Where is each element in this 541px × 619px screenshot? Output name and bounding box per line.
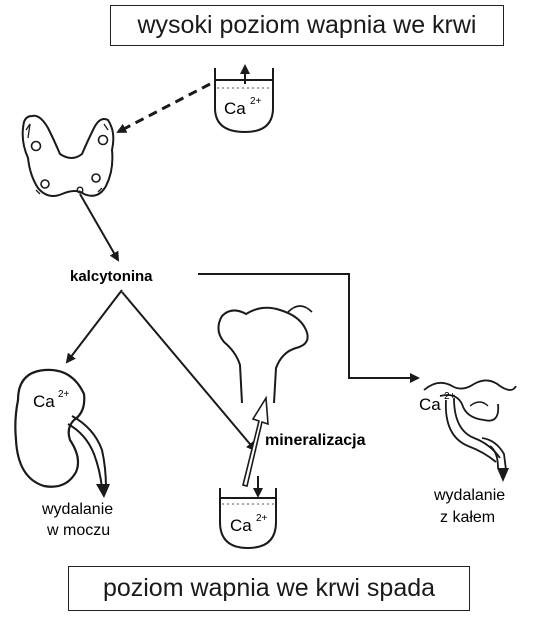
beaker-bottom: Ca 2+ bbox=[220, 476, 276, 548]
gut-excretion-line1: wydalanie bbox=[433, 487, 505, 504]
hormone-label: kalcytonina bbox=[70, 268, 153, 285]
kidney-icon: Ca 2+ bbox=[15, 370, 110, 498]
thyroid-gland-icon bbox=[23, 116, 114, 196]
level-down-arrow-icon bbox=[253, 488, 263, 498]
mineralization-label: mineralizacja bbox=[265, 432, 366, 449]
ca-charge-bottom: 2+ bbox=[256, 513, 268, 524]
dashed-signal-arrow bbox=[118, 84, 210, 132]
hormone-to-kidney-arrow bbox=[67, 290, 122, 362]
level-up-arrow-icon bbox=[240, 64, 250, 74]
ca-label-kidney: Ca bbox=[33, 392, 55, 411]
kidney-excretion-line2: w moczu bbox=[46, 522, 110, 539]
intestine-icon: Ca 2+ bbox=[419, 380, 516, 482]
footer-box: poziom wapnia we krwi spada bbox=[68, 566, 470, 611]
hormone-to-gut-arrow bbox=[198, 274, 418, 378]
thyroid-to-hormone-arrow bbox=[80, 194, 118, 260]
ca-charge-top: 2+ bbox=[250, 96, 262, 107]
ca-label-gut: Ca bbox=[419, 395, 441, 414]
ca-charge-gut: 2+ bbox=[444, 391, 456, 402]
bone-icon bbox=[218, 306, 312, 403]
ca-label-bottom: Ca bbox=[230, 516, 252, 535]
hormone-to-bone-arrow bbox=[122, 292, 255, 450]
beaker-top: Ca 2+ bbox=[215, 64, 273, 132]
ca-charge-kidney: 2+ bbox=[58, 389, 70, 400]
ca-label-top: Ca bbox=[224, 99, 246, 118]
gut-excretion-line2: z kałem bbox=[440, 509, 495, 526]
kidney-excretion-line1: wydalanie bbox=[41, 501, 113, 518]
footer-text: poziom wapnia we krwi spada bbox=[103, 574, 435, 603]
